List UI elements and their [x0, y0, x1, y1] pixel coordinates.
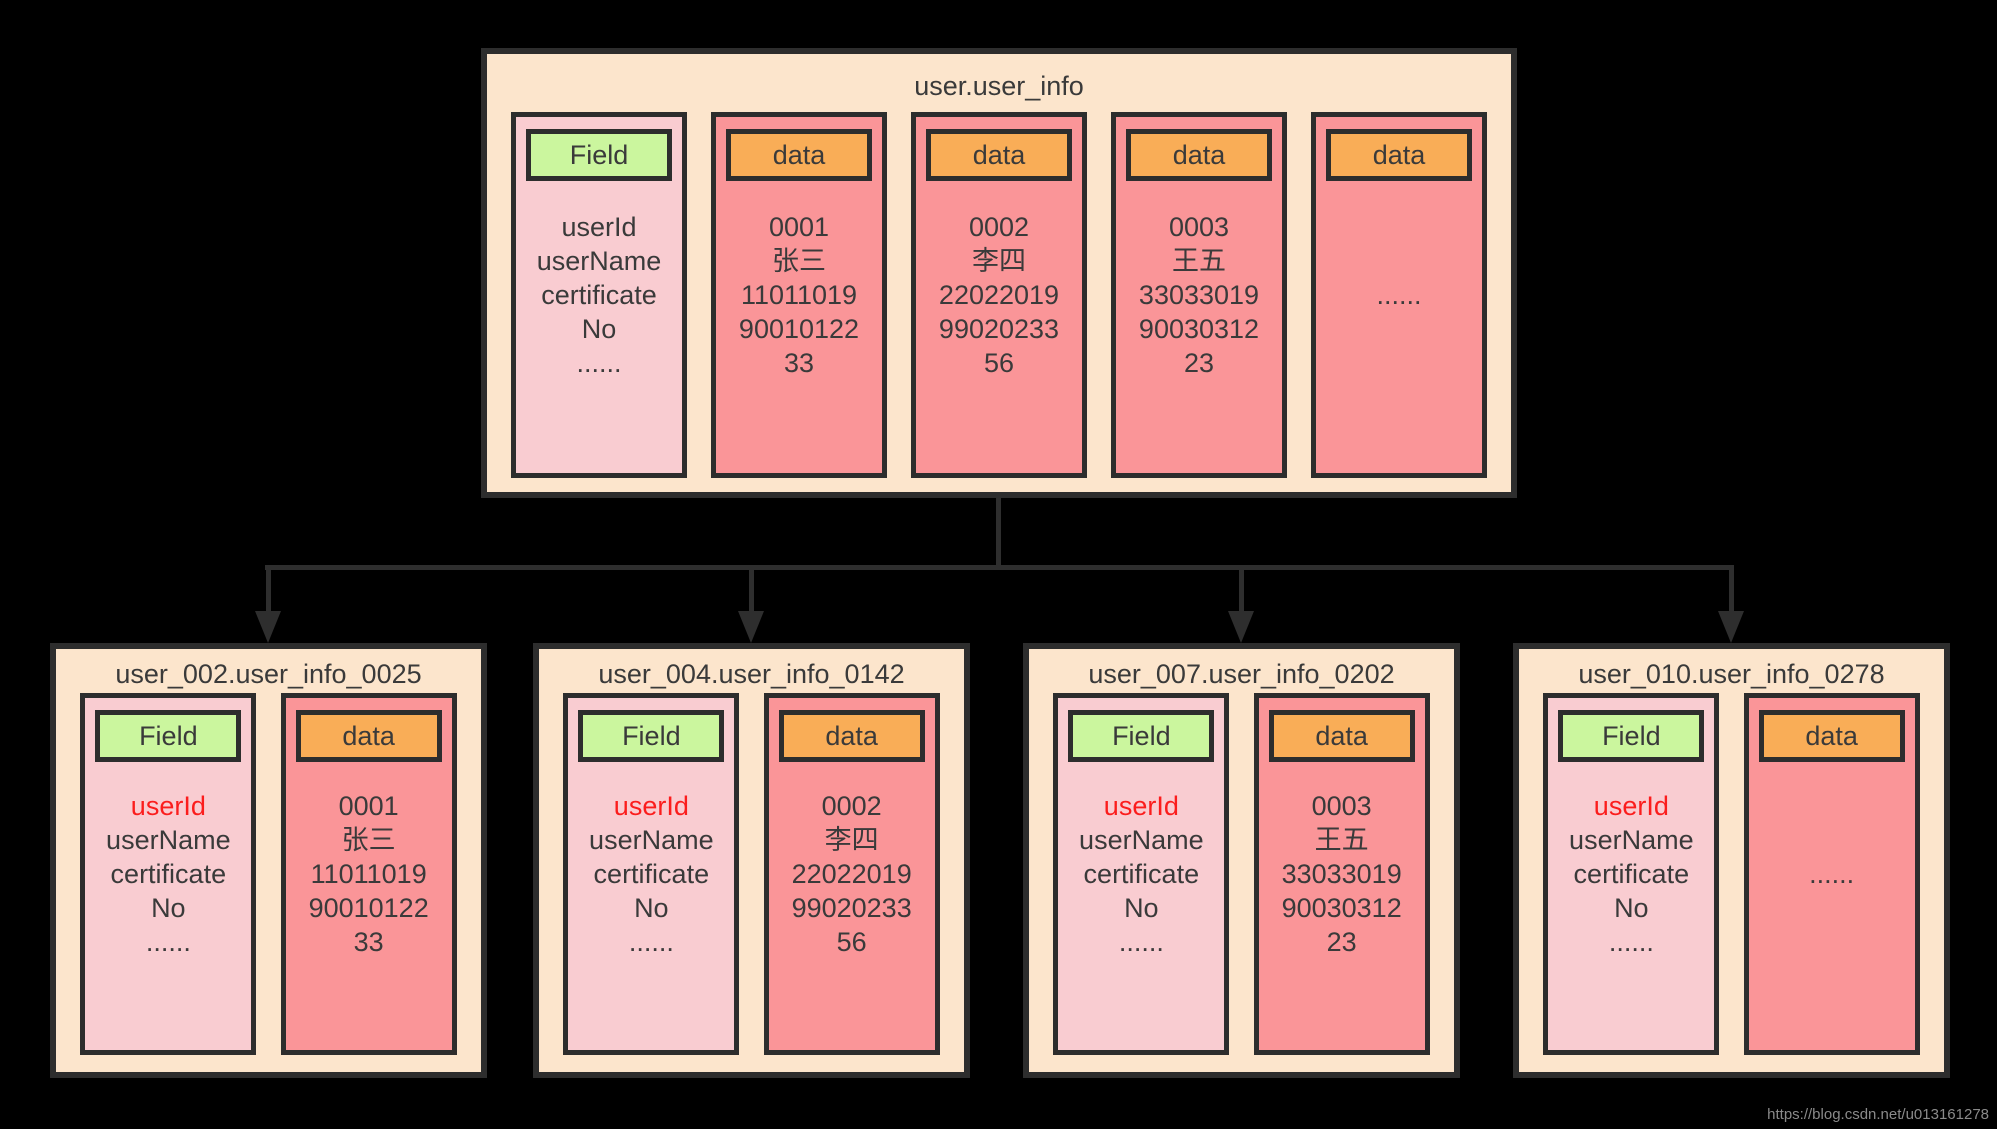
- main-data-column-1: data 0001 张三 11011019 90010122 33: [711, 112, 887, 478]
- shard-columns: Field userId userName certificate No ....…: [1519, 693, 1944, 1055]
- shard-title: user_002.user_info_0025: [115, 659, 422, 689]
- shard-title: user_004.user_info_0142: [598, 659, 905, 689]
- other-fields: userName certificate No ......: [1569, 825, 1694, 957]
- other-fields: userName certificate No ......: [589, 825, 714, 957]
- shard-data-column: data 0002 李四 22022019 99020233 56: [763, 693, 940, 1055]
- data-values: 0002 李四 22022019 99020233 56: [938, 212, 1060, 378]
- shard-data-column: data 0001 张三 11011019 90010122 33: [280, 693, 457, 1055]
- main-data-column-4: data ......: [1311, 112, 1487, 478]
- shard-data-column: data ......: [1743, 693, 1920, 1055]
- shard-title: user_007.user_info_0202: [1088, 659, 1395, 689]
- data-values: 0003 王五 33033019 90030312 23: [1138, 212, 1260, 378]
- field-header: Field: [1558, 710, 1705, 762]
- shard-title: user_010.user_info_0278: [1578, 659, 1885, 689]
- connector-drop-3: [1239, 565, 1244, 613]
- field-header: Field: [526, 129, 672, 181]
- field-list: userId userName certificate No ......: [568, 789, 734, 959]
- field-header: Field: [95, 710, 242, 762]
- connector-drop-2: [749, 565, 754, 613]
- data-header: data: [1268, 710, 1415, 762]
- shard-field-column: Field userId userName certificate No ....…: [1543, 693, 1720, 1055]
- field-list: userId userName certificate No ......: [1058, 789, 1224, 959]
- main-table-columns: Field userId userName certificate No ...…: [487, 112, 1511, 478]
- arrow-down-icon: [738, 611, 764, 643]
- main-table-box: user.user_info Field userId userName cer…: [481, 48, 1517, 498]
- data-values: 0003 王五 33033019 90030312 23: [1281, 791, 1402, 957]
- arrow-down-icon: [255, 611, 281, 643]
- key-field-userid: userId: [130, 791, 206, 821]
- connector-crossbar: [265, 565, 1734, 570]
- field-list: userId userName certificate No ......: [1548, 789, 1714, 959]
- field-header: Field: [1068, 710, 1215, 762]
- arrow-down-icon: [1718, 611, 1744, 643]
- other-fields: userName certificate No ......: [106, 825, 231, 957]
- main-data-column-3: data 0003 王五 33033019 90030312 23: [1111, 112, 1287, 478]
- key-field-userid: userId: [1103, 791, 1179, 821]
- shard-columns: Field userId userName certificate No ....…: [56, 693, 481, 1055]
- data-header: data: [926, 129, 1072, 181]
- shard-field-column: Field userId userName certificate No ....…: [1053, 693, 1230, 1055]
- field-list: userId userName certificate No ......: [536, 212, 662, 378]
- arrow-down-icon: [1228, 611, 1254, 643]
- connector-stem: [996, 496, 1001, 568]
- other-fields: userName certificate No ......: [1079, 825, 1204, 957]
- key-field-userid: userId: [1593, 791, 1669, 821]
- data-header: data: [1126, 129, 1272, 181]
- main-data-column-2: data 0002 李四 22022019 99020233 56: [911, 112, 1087, 478]
- data-values: ......: [1376, 280, 1422, 310]
- shard-columns: Field userId userName certificate No ....…: [539, 693, 964, 1055]
- shard-field-column: Field userId userName certificate No ....…: [563, 693, 740, 1055]
- shard-field-column: Field userId userName certificate No ....…: [80, 693, 257, 1055]
- shard-columns: Field userId userName certificate No ....…: [1029, 693, 1454, 1055]
- data-values: ......: [1809, 859, 1855, 889]
- watermark-url: https://blog.csdn.net/u013161278: [1767, 1106, 1989, 1123]
- data-values: 0001 张三 11011019 90010122 33: [738, 212, 860, 378]
- data-header: data: [1326, 129, 1472, 181]
- data-header: data: [778, 710, 925, 762]
- data-header: data: [1758, 710, 1905, 762]
- connector-drop-4: [1729, 565, 1734, 613]
- connector-drop-1: [266, 565, 271, 613]
- data-header: data: [726, 129, 872, 181]
- key-field-userid: userId: [613, 791, 689, 821]
- main-field-column: Field userId userName certificate No ...…: [511, 112, 687, 478]
- data-header: data: [295, 710, 442, 762]
- field-list: userId userName certificate No ......: [85, 789, 251, 959]
- data-values: 0002 李四 22022019 99020233 56: [791, 791, 912, 957]
- field-header: Field: [578, 710, 725, 762]
- shard-data-column: data 0003 王五 33033019 90030312 23: [1253, 693, 1430, 1055]
- data-values: 0001 张三 11011019 90010122 33: [308, 791, 429, 957]
- main-table-title: user.user_info: [914, 71, 1084, 101]
